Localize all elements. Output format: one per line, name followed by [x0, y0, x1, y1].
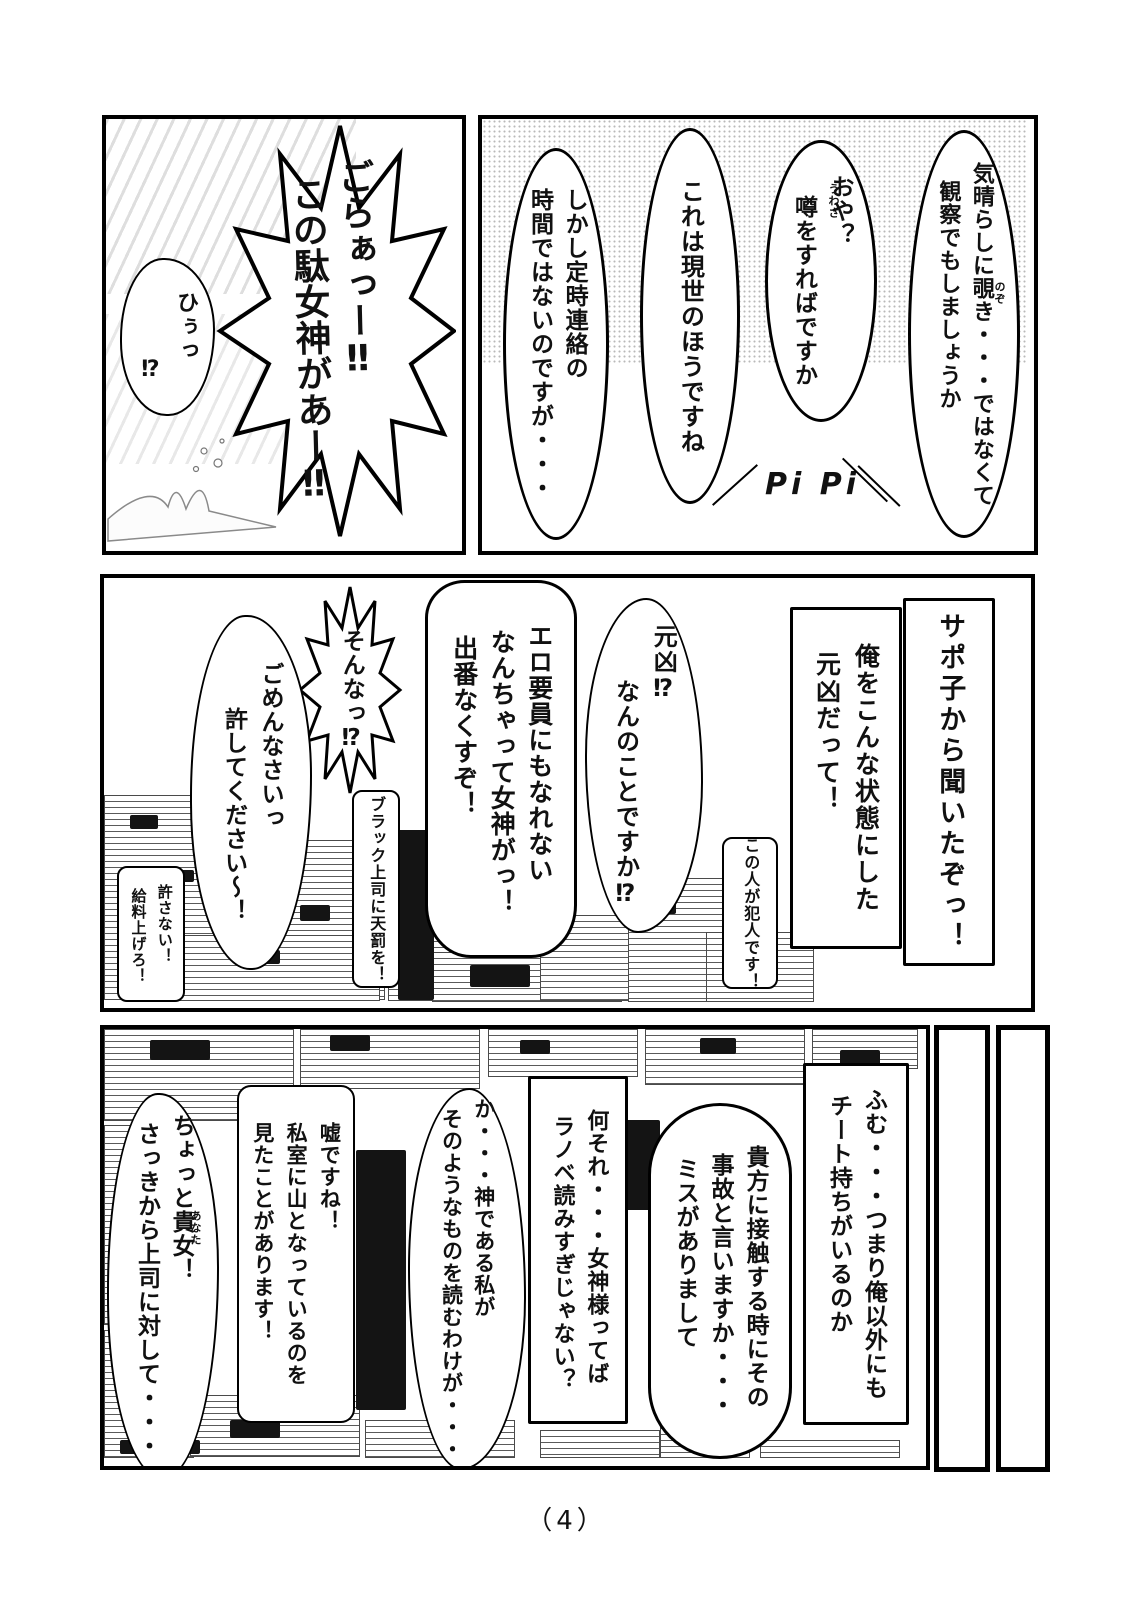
- bubble-text-line: か・・・神である私が: [471, 1098, 496, 1318]
- page-number: （4）: [526, 1506, 607, 1536]
- shout-text-line: ごらぁっー‼: [332, 157, 380, 380]
- water-splash: [107, 438, 277, 542]
- speech-bubble-schedule: しかし定時連絡の 時間ではないのですが・・・: [503, 148, 609, 540]
- black-book: [356, 1150, 406, 1410]
- bubble-text-line: サポ子から聞いたぞっ！: [934, 611, 966, 953]
- gasp-bubble: ひぅっ ⁉: [120, 258, 215, 416]
- speech-bubble-observe: 気晴らしに覗き・・・ではなくて 観察でもしましょうか のぞ: [908, 130, 1020, 538]
- panel-3: サポ子から聞いたぞっ！ 俺をこんな状態にした 元凶だって！ この人が犯人です！ …: [100, 574, 1035, 1012]
- bubble-text-line: 気晴らしに覗き・・・ではなくて: [968, 161, 994, 507]
- caption-lie: 嘘ですね！ 私室に山となっているのを 見たことがあります！: [237, 1085, 355, 1423]
- bubble-text-line: これは現世のほうですね: [676, 178, 705, 454]
- bubble-text-line: しかし定時連絡の: [561, 188, 588, 380]
- panel-1: ごらぁっー‼ この駄女神があー‼ ひぅっ ⁉: [102, 115, 466, 555]
- bubble-text-line: なんのことですか⁉: [611, 678, 640, 908]
- shout-text-line: この駄女神があー‼: [285, 174, 336, 505]
- bubble-text-line: エロ要員にもなれない: [524, 623, 554, 883]
- caption-text-line: 許さない！: [155, 884, 174, 964]
- book-stack: [488, 1029, 638, 1077]
- black-book: [130, 815, 158, 829]
- bubble-text-line: ちょっと貴女！: [168, 1114, 195, 1282]
- bubble-text-line: 出番なくすぞ！: [449, 635, 479, 817]
- furigana-nozo: のぞ: [993, 281, 1006, 305]
- caption-text-line: この人が犯人です！: [741, 836, 761, 990]
- caption-punish: ブラック上司に天罰を！: [352, 790, 400, 988]
- speech-bubble-rumor: おや？ 噂をすればですか うわさ: [765, 140, 877, 422]
- bubble-text-line: ごめんなさいっ: [256, 662, 283, 830]
- bubble-text-line: ふむ・・・つまり俺以外にも: [860, 1088, 887, 1400]
- furigana-uwasa: うわさ: [827, 183, 840, 219]
- black-book: [470, 965, 530, 987]
- black-book: [150, 1040, 210, 1060]
- speech-bubble-scold: ちょっと貴女！ さっきから上司に対して・・・ あなた: [107, 1093, 219, 1466]
- shout-box-cause: 俺をこんな状態にした 元凶だって！: [790, 607, 902, 949]
- black-book: [520, 1040, 550, 1054]
- bubble-text-line: 元凶⁉: [649, 623, 678, 703]
- caption-text-line: 見たことがあります！: [250, 1122, 275, 1342]
- gasp-text-line: ⁉: [138, 356, 163, 384]
- bubble-text-line: 俺をこんな状態にした: [851, 643, 881, 913]
- black-book: [230, 1420, 280, 1438]
- book-stack: [760, 1440, 900, 1458]
- speech-bubble-deny: か・・・神である私が そのようなものを読むわけが・・・: [408, 1088, 526, 1466]
- panel-2: 気晴らしに覗き・・・ではなくて 観察でもしましょうか のぞ おや？ 噂をすればで…: [478, 115, 1038, 555]
- bubble-text-line: 元凶だって！: [812, 651, 842, 813]
- speech-bubble-apology: ごめんなさいっ 許してください〜！: [190, 615, 312, 970]
- bubble-text-line: チート持ちがいるのか: [825, 1094, 852, 1334]
- bubble-text-line: そんなっ⁉: [338, 628, 365, 752]
- shout-box-lightnovel: 何それ・・・女神様ってば ラノベ読みすぎじゃない？: [528, 1076, 628, 1424]
- bubble-text-line: 観察でもしましょうか: [935, 179, 961, 410]
- caption-culprit: この人が犯人です！: [722, 836, 778, 990]
- explosion-bubble: [216, 125, 456, 537]
- sfx-line: [712, 464, 758, 506]
- furigana-anata: あなた: [189, 1210, 202, 1246]
- bubble-text-line: 時間ではないのですが・・・: [526, 188, 553, 500]
- bubble-text-line: おや？: [826, 175, 853, 247]
- shout-box-cheat: ふむ・・・つまり俺以外にも チート持ちがいるのか: [803, 1063, 909, 1425]
- shock-text-area: そんなっ⁉: [298, 585, 403, 795]
- panel-5-empty: [934, 1025, 990, 1472]
- bubble-text-line: 事故と言いますか・・・: [707, 1153, 734, 1417]
- speech-bubble-confused: 元凶⁉ なんのことですか⁉: [585, 598, 703, 933]
- book-stack: [300, 1029, 480, 1089]
- caption-wage: 許さない！ 給料上げろ！: [117, 866, 185, 1002]
- shout-box-heard: サポ子から聞いたぞっ！: [903, 598, 995, 966]
- bubble-text-line: 噂をすればですか: [790, 195, 817, 387]
- bubble-text-line: さっきから上司に対して・・・: [133, 1122, 160, 1458]
- black-book: [330, 1035, 370, 1051]
- panel-6-empty: [996, 1025, 1050, 1472]
- bubble-text-line: そのようなものを読むわけが・・・: [439, 1108, 464, 1460]
- caption-text-line: 私室に山となっているのを: [284, 1122, 309, 1386]
- caption-text-line: 嘘ですね！: [317, 1122, 342, 1232]
- caption-text-line: ブラック上司に天罰を！: [367, 795, 387, 983]
- speech-bubble-world: これは現世のほうですね: [640, 128, 740, 504]
- bubble-text-line: 許してください〜！: [220, 707, 247, 923]
- caption-text-line: 給料上げろ！: [129, 888, 148, 984]
- bubble-text-line: 貴方に接触する時にその: [742, 1145, 769, 1409]
- bubble-text-line: 何それ・・・女神様ってば: [583, 1109, 609, 1385]
- bubble-text-line: なんちゃって女神がっ！: [487, 629, 517, 915]
- gasp-text-line: ひぅっ: [173, 290, 199, 363]
- black-book: [300, 905, 330, 921]
- explosion-text-area: ごらぁっー‼ この駄女神があー‼: [210, 119, 456, 543]
- sound-effect-pipi: Pi Pi: [765, 467, 860, 502]
- book-stack: [540, 1430, 660, 1458]
- sfx-line: [857, 465, 901, 507]
- black-book: [700, 1038, 736, 1054]
- panel-4: ふむ・・・つまり俺以外にも チート持ちがいるのか 貴方に接触する時にその 事故と…: [100, 1025, 930, 1470]
- speech-bubble-accident: 貴方に接触する時にその 事故と言いますか・・・ ミスがありまして: [648, 1103, 792, 1459]
- bubble-text-line: ミスがありまして: [671, 1157, 698, 1349]
- bubble-text-line: ラノベ読みすぎじゃない？: [549, 1115, 575, 1391]
- speech-bubble-insult: エロ要員にもなれない なんちゃって女神がっ！ 出番なくすぞ！: [425, 580, 577, 958]
